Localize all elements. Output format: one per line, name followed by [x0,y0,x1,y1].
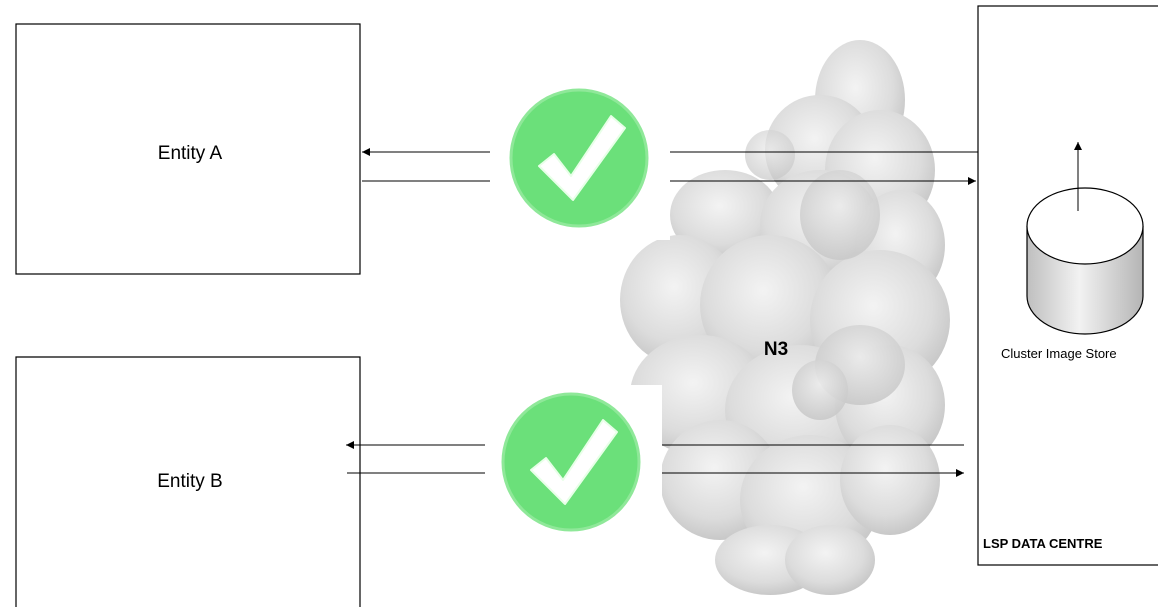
entity-a-label: Entity A [158,143,223,164]
cluster-image-store-label: Cluster Image Store [1001,346,1117,361]
checkmark-icon [501,392,641,532]
n3-cloud [620,40,950,595]
data-centre-label: LSP DATA CENTRE [983,536,1103,551]
n3-label: N3 [764,339,788,360]
entity-b-box[interactable]: Entity B [15,356,361,607]
entity-b-label: Entity B [157,471,222,492]
database-cylinder-icon [1026,142,1144,335]
checkmark-icon [509,88,649,228]
entity-a-box[interactable]: Entity A [15,23,361,275]
